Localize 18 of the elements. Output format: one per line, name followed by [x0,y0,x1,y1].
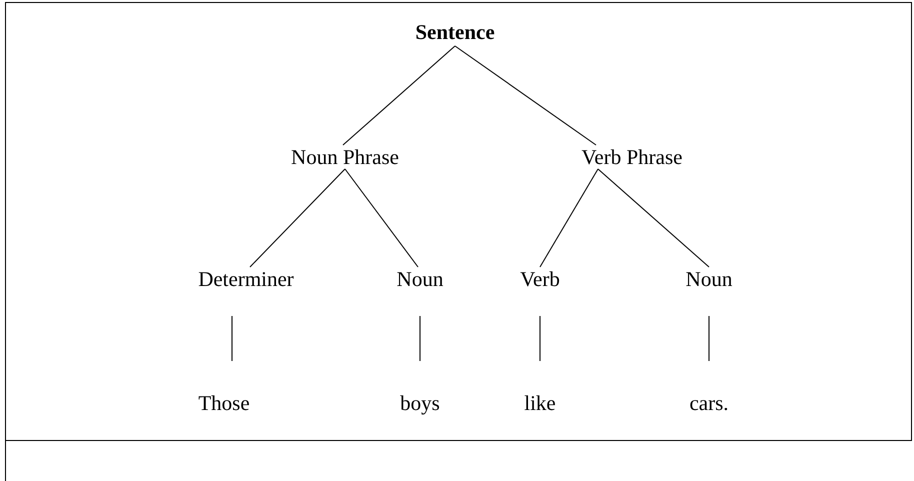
tree-branch-line [598,168,710,268]
tree-label: Noun [394,267,446,291]
tree-label: cars. [687,391,731,415]
tree-branch-line [454,46,596,146]
tree-branch-line [250,168,346,268]
tree-label: Those [196,391,252,415]
tree-label: Noun [684,267,734,291]
tree-label: Sentence [413,20,497,44]
tree-label: Verb [518,267,562,291]
tree-branch-line [708,316,710,362]
tree-branch-line [342,46,456,146]
tree-label: boys [398,391,442,415]
tree-label: like [522,391,558,415]
tree-branch-line [344,168,418,268]
tree-label: Determiner [196,267,296,291]
tree-label: Noun Phrase [289,145,401,169]
tree-label: Verb Phrase [580,145,684,169]
tree-branch-line [540,168,598,268]
